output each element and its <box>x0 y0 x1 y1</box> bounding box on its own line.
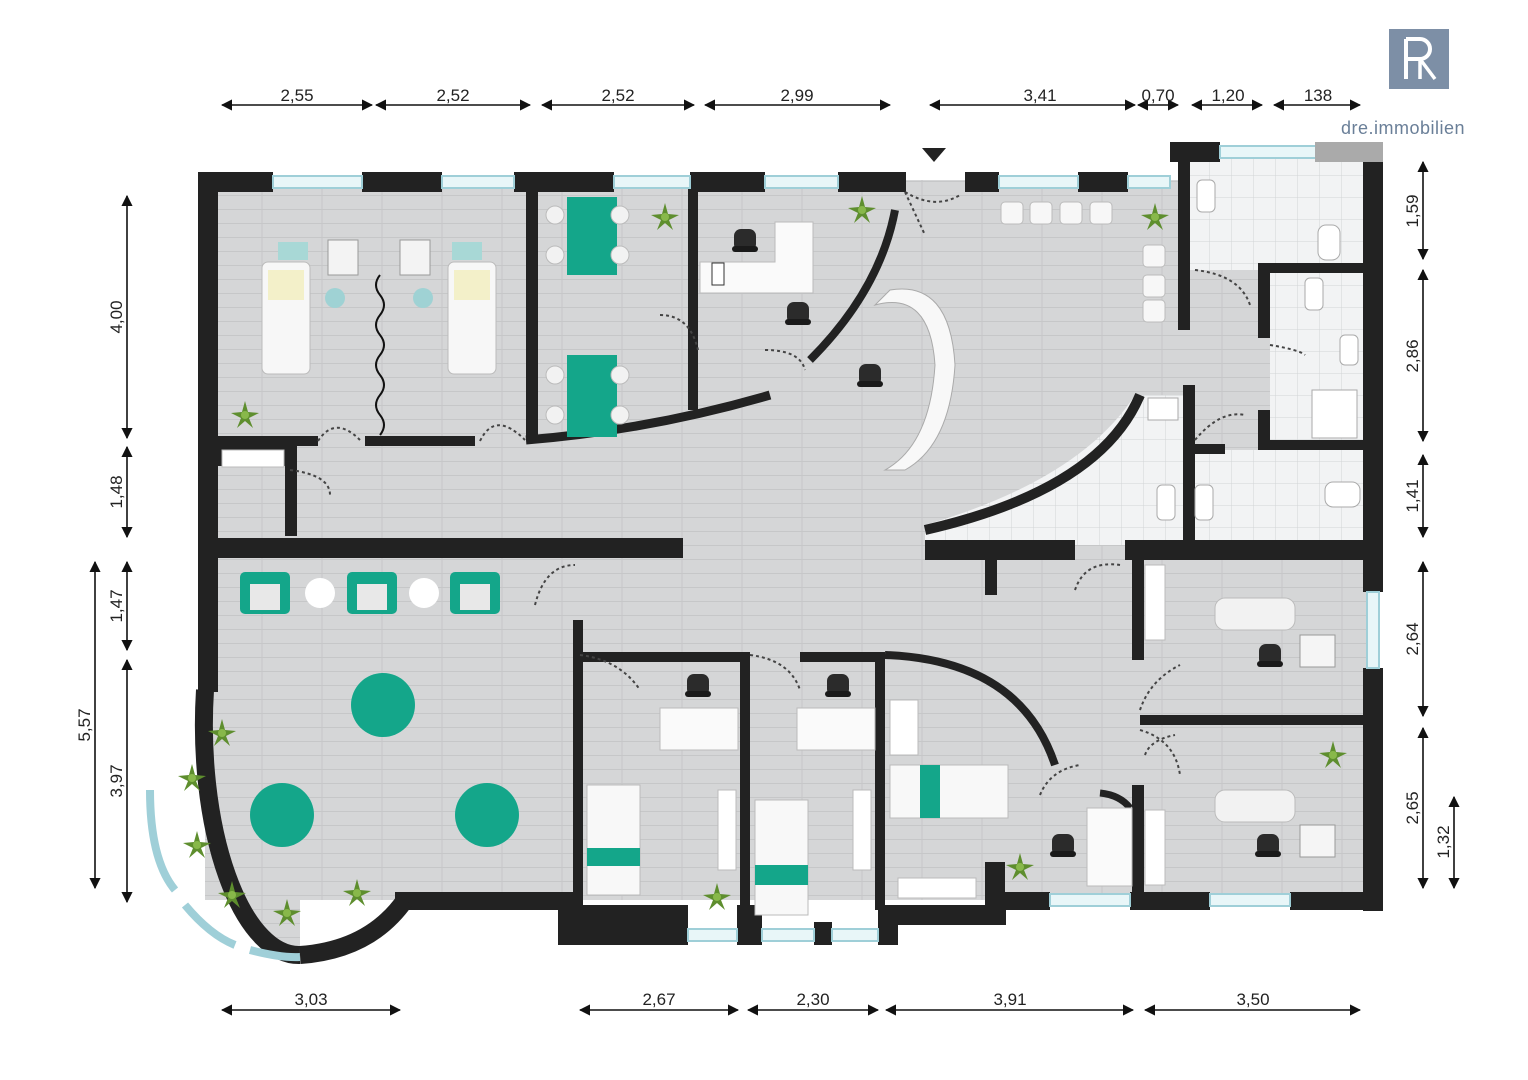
dim-bottom-1: 3,03 <box>294 990 327 1009</box>
dim-top-4: 2,99 <box>780 86 813 105</box>
dimension-labels: 2,55 2,52 2,52 2,99 3,41 0,70 1,20 138 3… <box>75 86 1453 1009</box>
windows <box>146 142 1383 962</box>
dim-bottom-2: 2,67 <box>642 990 675 1009</box>
dim-right-4: 2,64 <box>1403 622 1422 655</box>
dim-top-8: 138 <box>1304 86 1332 105</box>
dim-bottom-5: 3,50 <box>1236 990 1269 1009</box>
entrance-arrow-icon <box>922 148 946 162</box>
dim-top-6: 0,70 <box>1141 86 1174 105</box>
furniture <box>221 179 1361 916</box>
dim-top-7: 1,20 <box>1211 86 1244 105</box>
dim-right-1: 1,59 <box>1403 194 1422 227</box>
dim-bottom-4: 3,91 <box>993 990 1026 1009</box>
dim-bottom-3: 2,30 <box>796 990 829 1009</box>
brand-logo-icon <box>1389 29 1449 89</box>
dim-right-3: 1,41 <box>1403 479 1422 512</box>
dim-right-5: 2,65 <box>1403 791 1422 824</box>
dim-left-5: 3,97 <box>107 764 126 797</box>
dim-right-6: 1,32 <box>1434 825 1453 858</box>
dimension-lines <box>89 99 1460 1016</box>
brand-name: dre.immobilien <box>1341 118 1466 138</box>
dim-top-5: 3,41 <box>1023 86 1056 105</box>
walls <box>194 142 1383 965</box>
dim-right-2: 2,86 <box>1403 339 1422 372</box>
dim-top-3: 2,52 <box>601 86 634 105</box>
dim-top-1: 2,55 <box>280 86 313 105</box>
doors <box>289 191 1306 796</box>
dim-left-1: 4,00 <box>107 300 126 333</box>
dim-left-3: 5,57 <box>75 708 94 741</box>
dim-top-2: 2,52 <box>436 86 469 105</box>
dim-left-4: 1,47 <box>107 589 126 622</box>
dim-left-2: 1,48 <box>107 475 126 508</box>
